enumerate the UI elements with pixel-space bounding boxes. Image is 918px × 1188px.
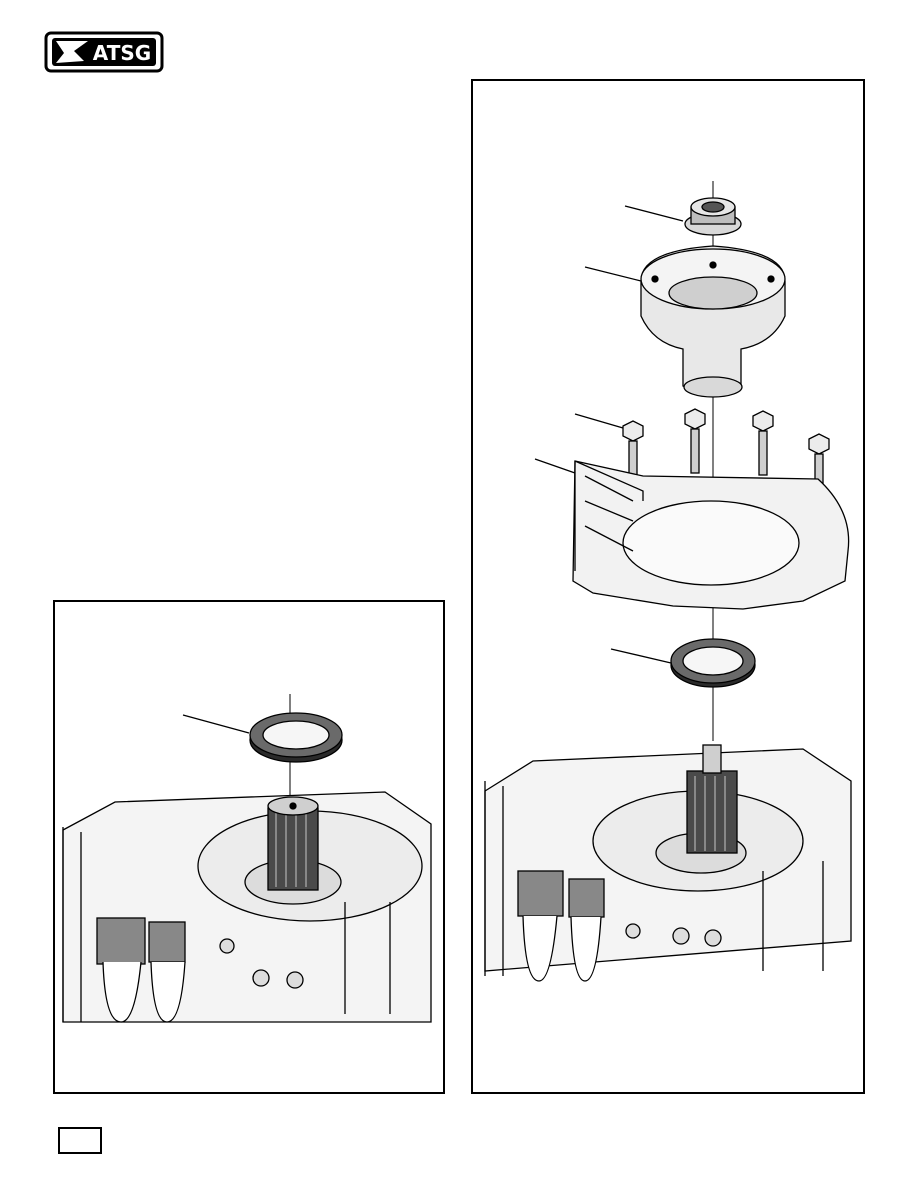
seal-installation-drawing (62, 694, 432, 1023)
bolt (684, 408, 706, 474)
logo-text: ATSG (93, 41, 151, 65)
nut (684, 197, 742, 236)
bolt (752, 410, 774, 476)
yoke-flange (640, 245, 786, 398)
seal (670, 638, 756, 688)
transmission-case (484, 744, 852, 982)
seal (249, 712, 343, 763)
callout-line-yoke (584, 266, 642, 282)
callout-line-bolt (574, 413, 624, 429)
callout-line-nut (624, 205, 684, 222)
page-number-box (58, 1127, 102, 1154)
seal-installation-figure (53, 600, 445, 1094)
callout-line-housing (534, 458, 576, 474)
bolt (622, 420, 644, 482)
callout-line-seal (610, 648, 672, 664)
jet-icon (56, 41, 88, 63)
exploded-assembly-figure (471, 79, 865, 1094)
extension-housing (572, 460, 850, 610)
atsg-logo: ATSG (44, 31, 164, 73)
callout-line-seal (182, 714, 250, 734)
atsg-logo-graphic: ATSG (44, 31, 164, 73)
exploded-assembly-drawing (484, 181, 852, 982)
transmission-case (62, 791, 432, 1023)
